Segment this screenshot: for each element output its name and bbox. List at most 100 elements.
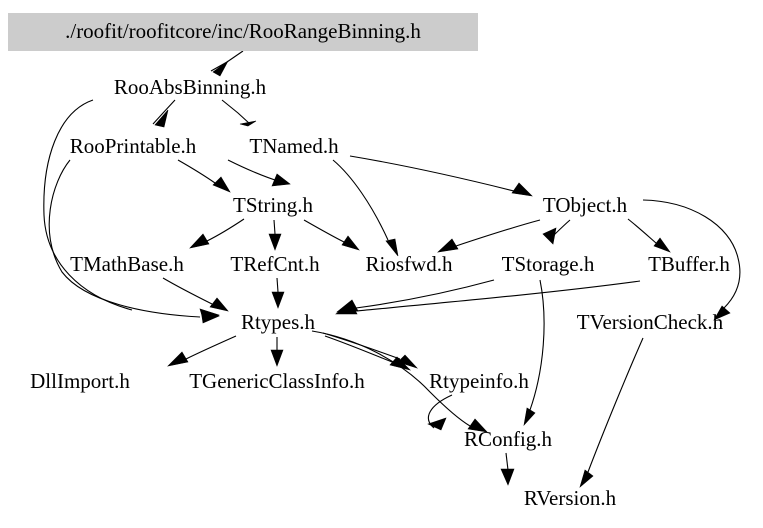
node-label-RVersion: RVersion.h (524, 486, 617, 510)
edge-line (273, 219, 276, 235)
edge-tstorage-to-rconfig (523, 279, 545, 426)
node-label-TString: TString.h (233, 193, 313, 217)
node-TMathBase[interactable]: TMathBase.h (70, 252, 184, 276)
node-label-DllImport: DllImport.h (30, 369, 130, 393)
node-label-TVersionCheck: TVersionCheck.h (577, 310, 724, 334)
arrowhead-icon (268, 233, 282, 251)
node-TGenericClassInfo[interactable]: TGenericClassInfo.h (189, 369, 365, 393)
edge-trefcnt-to-rtypes (271, 277, 285, 309)
edge-rtypeinfo-to-rconfig (427, 394, 453, 431)
edge-rooabsbinning-to-tnamed (221, 99, 257, 127)
arrowhead-icon (341, 235, 360, 251)
arrowhead-icon (713, 305, 731, 321)
edge-line (332, 159, 389, 241)
arrowhead-icon (389, 356, 411, 371)
edge-line (48, 159, 201, 318)
arrowhead-icon (385, 238, 399, 257)
arrowhead-icon (154, 109, 169, 128)
edge-line (206, 218, 245, 242)
edge-line (355, 280, 641, 312)
arrowhead-icon (579, 469, 594, 488)
node-label-TNamed: TNamed.h (249, 134, 339, 158)
node-Rtypeinfo[interactable]: Rtypeinfo.h (429, 369, 529, 393)
nodes-layer: ./roofit/roofitcore/inc/RooRangeBinning.… (8, 13, 730, 510)
arrowhead-icon (542, 227, 557, 245)
edge-tnamed-to-riosfwd (332, 159, 399, 257)
edge-tversioncheck-to-rversion (579, 337, 644, 488)
node-label-TMathBase: TMathBase.h (70, 252, 184, 276)
node-TStorage[interactable]: TStorage.h (502, 252, 595, 276)
node-RooAbsBinning[interactable]: RooAbsBinning.h (114, 75, 267, 99)
node-TRefCnt[interactable]: TRefCnt.h (230, 252, 320, 276)
edge-line (324, 335, 393, 363)
edge-line (177, 159, 216, 184)
arrowhead-icon (200, 309, 220, 324)
edge-tbuffer-to-rtypes (335, 280, 641, 315)
edge-line (152, 99, 176, 125)
node-RooPrintable[interactable]: RooPrintable.h (70, 134, 197, 158)
arrowhead-icon (209, 297, 229, 312)
arrowhead-icon (212, 176, 231, 193)
node-TBuffer[interactable]: TBuffer.h (648, 252, 730, 276)
edge-line (642, 199, 741, 309)
edge-tstring-to-trefcnt (268, 219, 282, 251)
node-TString[interactable]: TString.h (233, 193, 313, 217)
node-label-RConfig: RConfig.h (464, 427, 553, 451)
node-Rtypes[interactable]: Rtypes.h (241, 310, 316, 334)
edge-line (276, 277, 279, 293)
node-label-TStorage: TStorage.h (502, 252, 595, 276)
edge-line (43, 99, 133, 311)
edge-tmathbase-to-rtypes (162, 277, 229, 312)
node-RVersion[interactable]: RVersion.h (524, 486, 617, 510)
edge-root-to-rooabsbinning (210, 50, 244, 77)
edge-line (227, 159, 282, 183)
node-RConfig[interactable]: RConfig.h (464, 427, 553, 451)
edge-line (627, 218, 657, 244)
edge-line (303, 219, 345, 243)
arrowhead-icon (239, 120, 257, 127)
arrowhead-icon (467, 418, 488, 433)
edge-rtypes-to-dllimport (167, 335, 237, 367)
edge-line (210, 50, 244, 72)
arrowhead-icon (511, 182, 533, 197)
arrowhead-icon (500, 468, 515, 486)
node-TVersionCheck[interactable]: TVersionCheck.h (577, 310, 724, 334)
edge-tobject-to-tstorage (542, 219, 571, 245)
edge-rconfig-to-rversion (500, 452, 515, 486)
edge-line (529, 279, 545, 411)
edge-tnamed-to-tobject (349, 155, 533, 197)
edge-line (221, 99, 251, 125)
edge-line (455, 219, 541, 247)
edge-line (355, 279, 495, 309)
node-TObject[interactable]: TObject.h (543, 193, 628, 217)
node-label-TObject: TObject.h (543, 193, 628, 217)
edge-tstorage-to-rtypes (336, 279, 495, 313)
edge-tstring-to-tmathbase (189, 218, 245, 249)
edge-rooabsbinning-to-rooprintable (152, 99, 176, 128)
node-label-RooPrintable: RooPrintable.h (70, 134, 197, 158)
arrowhead-icon (270, 349, 284, 367)
edge-line (349, 155, 515, 192)
arrowhead-icon (523, 407, 536, 426)
edge-line (505, 452, 509, 471)
node-TNamed[interactable]: TNamed.h (249, 134, 339, 158)
edge-tobject-to-tbuffer (627, 218, 671, 253)
edge-tnamed-to-tstring (227, 159, 291, 187)
edge-tobject-to-riosfwd (437, 219, 541, 253)
node-DllImport[interactable]: DllImport.h (30, 369, 130, 393)
node-root[interactable]: ./roofit/roofitcore/inc/RooRangeBinning.… (8, 13, 478, 51)
edge-rooprintable-to-tstring (177, 159, 231, 193)
node-label-Rtypes: Rtypes.h (241, 310, 316, 334)
node-Riosfwd[interactable]: Riosfwd.h (366, 252, 453, 276)
arrowhead-icon (271, 291, 285, 309)
arrowhead-icon (189, 233, 210, 249)
arrowhead-icon (167, 351, 189, 367)
edge-rtypes-to-rconfig (311, 330, 488, 433)
edge-line (587, 337, 644, 473)
edge-rtypes-to-rconfig-b (324, 335, 411, 371)
edges-layer (43, 50, 741, 488)
node-label-TRefCnt: TRefCnt.h (230, 252, 320, 276)
node-label-TGenericClassInfo: TGenericClassInfo.h (189, 369, 365, 393)
